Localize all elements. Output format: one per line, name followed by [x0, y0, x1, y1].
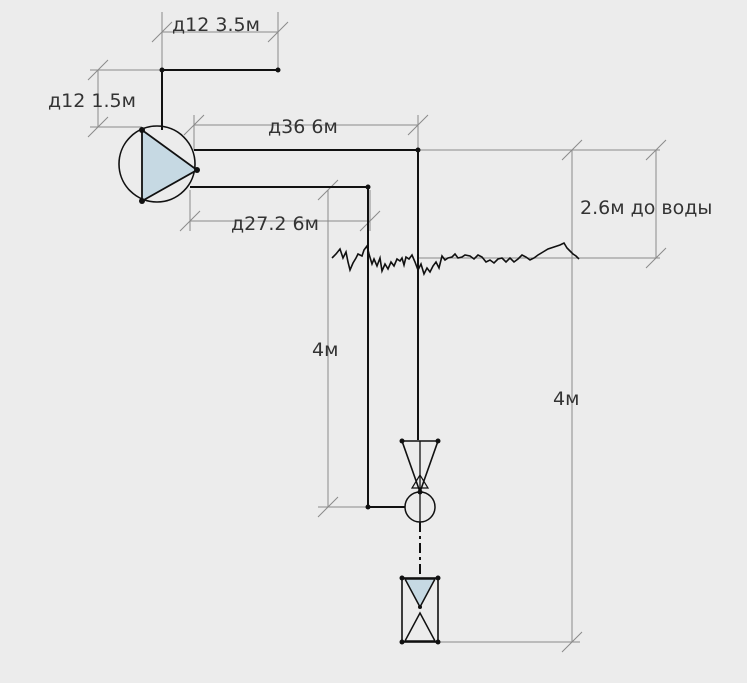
pipe-d12 — [161, 69, 278, 130]
pump-circle — [118, 125, 196, 203]
label-to-water: 2.6м до воды — [580, 197, 712, 219]
pump-triangle — [141, 128, 199, 203]
label-d12-height: д12 1.5м — [48, 90, 136, 112]
foot-valve-frame — [401, 577, 439, 643]
label-depth-left: 4м — [312, 339, 338, 361]
dimension-lines — [87, 12, 667, 653]
pipes — [159, 67, 421, 578]
label-depth-right: 4м — [553, 388, 579, 410]
pipe-d36 — [194, 149, 419, 440]
water-level-line — [331, 241, 580, 277]
label-d12-length: д12 3.5м — [172, 14, 260, 36]
pipe-d27 — [190, 186, 405, 508]
label-d27: д27.2 6м — [231, 213, 319, 235]
ejector-assembly — [399, 438, 441, 523]
foot-valve — [399, 575, 441, 645]
label-d36: д36 6м — [268, 116, 338, 138]
surface-pump — [118, 125, 200, 204]
